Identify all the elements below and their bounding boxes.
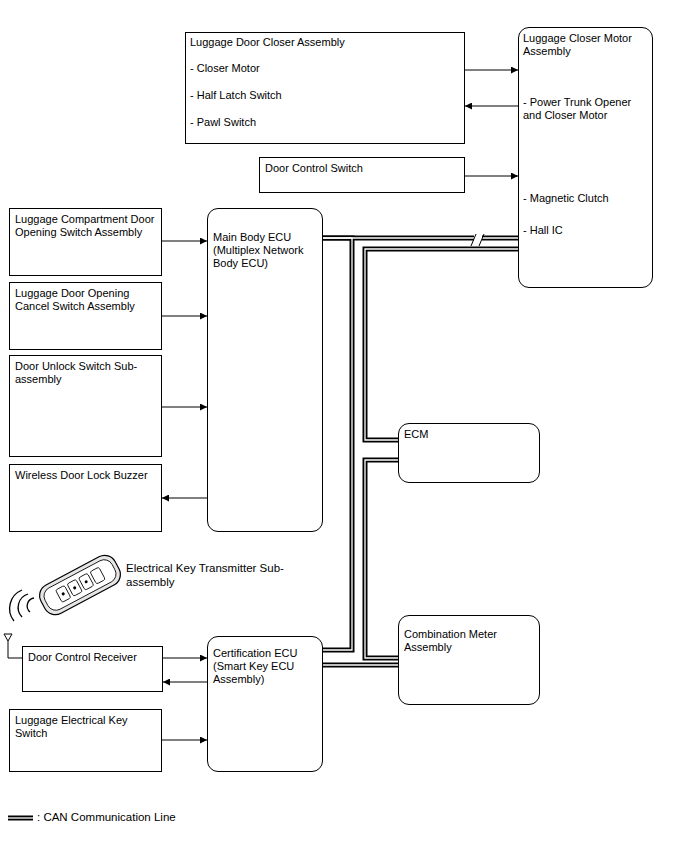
box-label: Door Unlock Switch Sub-assembly	[15, 360, 156, 386]
ecu-box: ECM	[398, 423, 540, 483]
box-label: Wireless Door Lock Buzzer	[15, 469, 156, 482]
box-label: Luggage Door Opening Cancel Switch Assem…	[15, 287, 156, 313]
switch-box: Door Unlock Switch Sub-assembly	[9, 355, 162, 457]
assembly-box: Luggage Closer Motor Assembly - Power Tru…	[518, 27, 653, 288]
line-break-mark	[471, 234, 484, 246]
can-line-gap	[323, 664, 398, 665]
box-title: Luggage Door Closer Assembly	[190, 36, 460, 49]
key-transmitter-illustration	[35, 551, 124, 619]
signal-arrow	[162, 316, 207, 317]
switch-box: Luggage Electrical Key Switch	[9, 709, 162, 772]
switch-box: Door Control Switch	[259, 157, 465, 193]
assembly-box: Luggage Door Closer Assembly - Closer Mot…	[185, 32, 465, 144]
can-line-gap	[323, 238, 352, 650]
signal-arrow	[162, 407, 207, 408]
signal-arrow	[163, 682, 207, 683]
box-label: Luggage Compartment Door Opening Switch …	[15, 213, 156, 239]
box-label: Certification ECU (Smart Key ECU Assembl…	[213, 647, 317, 687]
component-item: - Hall IC	[523, 224, 648, 237]
legend-swatch	[8, 818, 33, 819]
signal-arrow	[465, 176, 518, 177]
legend-text: : CAN Communication Line	[37, 811, 176, 825]
signal-arrow	[163, 658, 207, 659]
signal-arrow	[162, 740, 207, 741]
switch-box: Luggage Door Opening Cancel Switch Assem…	[9, 282, 162, 350]
box-label: Luggage Electrical Key Switch	[15, 714, 156, 740]
can-line	[323, 238, 352, 650]
ecu-box: Certification ECU (Smart Key ECU Assembl…	[207, 636, 323, 772]
box-title: Luggage Closer Motor Assembly	[523, 32, 648, 58]
can-line	[365, 249, 518, 440]
signal-arrow	[162, 241, 207, 242]
signal-arrow	[465, 70, 518, 71]
component-item: - Pawl Switch	[190, 116, 460, 129]
part-name: Electrical Key Transmitter Sub-assembly	[126, 562, 286, 590]
component-item: - Magnetic Clutch	[523, 192, 648, 205]
buzzer-box: Wireless Door Lock Buzzer	[9, 464, 162, 532]
can-line-gap	[365, 249, 518, 440]
meter-box: Combination Meter Assembly	[398, 615, 540, 705]
signal-arrow	[465, 106, 518, 107]
box-label: ECM	[404, 428, 534, 441]
box-label: Combination Meter Assembly	[404, 628, 534, 654]
switch-box: Luggage Compartment Door Opening Switch …	[9, 208, 162, 276]
box-label: Door Control Receiver	[28, 651, 157, 664]
antenna-symbol	[4, 634, 22, 658]
component-item: - Closer Motor	[190, 62, 460, 75]
can-line	[365, 460, 398, 658]
can-line	[323, 663, 398, 668]
box-label: Main Body ECU (Multiplex Network Body EC…	[213, 231, 317, 271]
component-item: - Power Trunk Opener and Closer Motor	[523, 96, 648, 122]
radio-waves	[10, 590, 34, 621]
receiver-box: Door Control Receiver	[22, 646, 163, 692]
signal-arrow	[162, 498, 207, 499]
ecu-box: Main Body ECU (Multiplex Network Body EC…	[207, 208, 323, 532]
box-label: Door Control Switch	[265, 162, 459, 175]
component-item: - Half Latch Switch	[190, 89, 460, 102]
can-line-gap	[365, 460, 398, 658]
